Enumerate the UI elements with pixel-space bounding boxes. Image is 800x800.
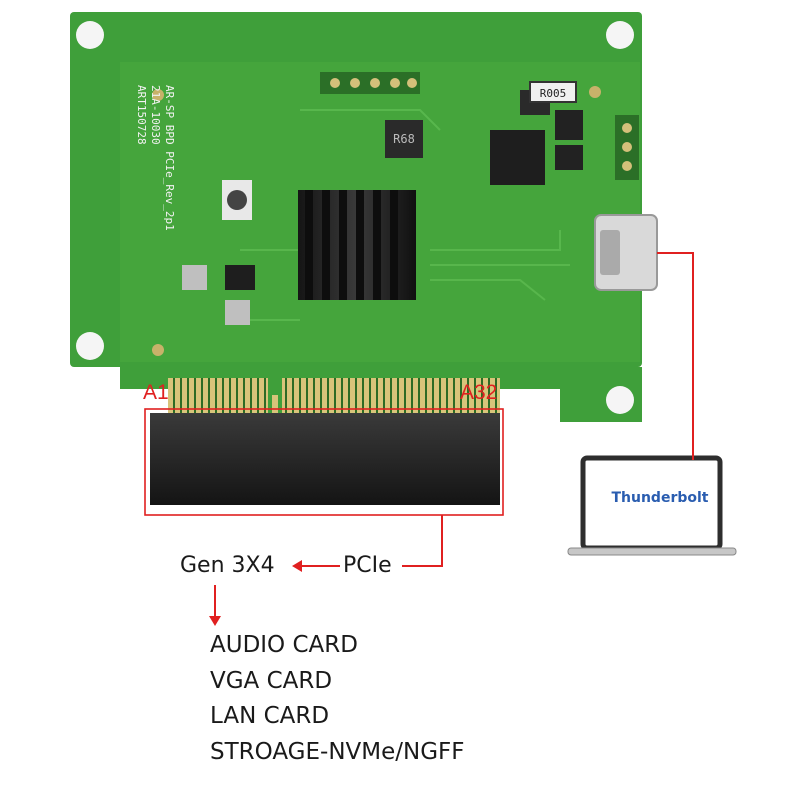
supported-cards-list: AUDIO CARD VGA CARD LAN CARD STROAGE-NVM… bbox=[210, 628, 464, 770]
pin-a1-label: A1 bbox=[143, 381, 169, 404]
pin-a32-label: A32 bbox=[460, 381, 498, 404]
mounting-hole bbox=[76, 21, 104, 49]
card-item-audio: AUDIO CARD bbox=[210, 632, 358, 658]
mounting-hole bbox=[76, 332, 104, 360]
pcie-label: PCIe bbox=[343, 553, 392, 578]
debug-header bbox=[320, 72, 420, 94]
silk-line-1: ART150728 bbox=[135, 85, 148, 145]
inductor-r68: R68 bbox=[385, 120, 423, 158]
power-chip bbox=[182, 180, 255, 325]
card-item-lan: LAN CARD bbox=[210, 703, 330, 729]
gen-label: Gen 3X4 bbox=[180, 553, 275, 578]
side-header bbox=[615, 115, 639, 180]
mounting-hole bbox=[606, 21, 634, 49]
thunderbolt-link-line bbox=[657, 252, 694, 460]
silk-line-3: AR-SP BPD PCIe_Rev_2p1 bbox=[163, 85, 176, 231]
thunderbolt-port bbox=[594, 214, 658, 291]
inductor-label: R68 bbox=[393, 132, 415, 146]
resistor-r005: R005 bbox=[529, 81, 577, 103]
laptop-icon bbox=[567, 455, 737, 556]
arrow-down-head bbox=[209, 616, 221, 626]
edge-connector bbox=[150, 378, 500, 505]
silk-line-2: 21A-10030 bbox=[149, 85, 162, 145]
arrow-left-head bbox=[292, 560, 302, 572]
mounting-hole bbox=[606, 386, 634, 414]
card-item-storage: STROAGE-NVMe/NGFF bbox=[210, 738, 465, 765]
board-silkscreen: ART150728 21A-10030 AR-SP BPD PCIe_Rev_2… bbox=[135, 85, 176, 231]
resistor-label: R005 bbox=[540, 87, 567, 100]
arrowheads bbox=[209, 560, 302, 626]
pcie-slot-highlight bbox=[144, 408, 504, 516]
laptop-label: Thunderbolt bbox=[611, 490, 709, 506]
card-item-vga: VGA CARD bbox=[210, 667, 333, 694]
heatsink bbox=[298, 190, 416, 300]
pcie-line bbox=[402, 515, 443, 567]
connection-lines bbox=[214, 252, 694, 622]
